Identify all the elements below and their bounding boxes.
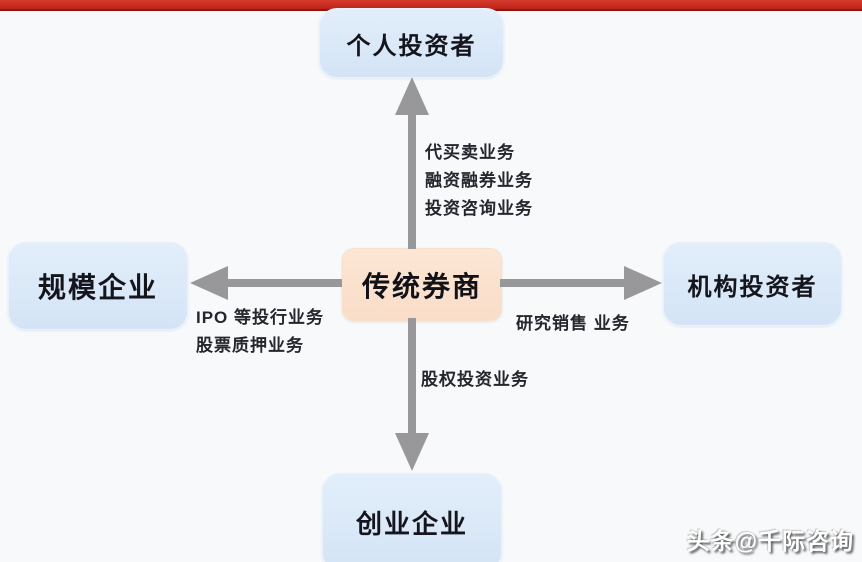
arrow-down-shaft [408,318,416,436]
node-individual-investors-label: 个人投资者 [346,32,477,60]
arrow-left-shaft [226,279,342,287]
node-startup-enterprises-label: 创业企业 [355,508,468,539]
edge-label-top-line-3: 投资咨询业务 [425,199,533,218]
edge-label-top-line-2: 融资融券业务 [425,171,533,190]
arrow-right-head-icon [624,266,662,300]
edge-label-right-line-1: 研究销售 业务 [516,314,630,333]
edge-label-right: 研究销售 业务 [516,310,630,338]
edge-label-bottom: 股权投资业务 [421,366,529,394]
node-institutional-investors-label: 机构投资者 [687,273,818,301]
arrow-up-shaft [408,112,416,249]
edge-label-left-line-1: IPO 等投行业务 [196,308,325,327]
arrow-down-head-icon [395,433,429,471]
node-scale-enterprises-label: 规模企业 [37,272,158,303]
node-startup-enterprises: 创业企业 [322,473,502,562]
edge-label-left-line-2: 股票质押业务 [196,336,304,355]
node-traditional-broker: 传统券商 [342,248,502,321]
arrow-left-head-icon [190,266,228,300]
arrow-right-shaft [500,279,625,287]
edge-label-bottom-line-1: 股权投资业务 [421,370,529,389]
watermark-text: 头条@千际咨询 [686,528,854,554]
arrow-up-head-icon [395,77,429,115]
node-individual-investors: 个人投资者 [319,8,504,78]
edge-label-top-line-1: 代买卖业务 [425,143,515,162]
edge-label-left: IPO 等投行业务 股票质押业务 [196,304,324,360]
node-traditional-broker-label: 传统券商 [361,270,482,302]
node-scale-enterprises: 规模企业 [8,242,188,330]
node-institutional-investors: 机构投资者 [663,242,842,326]
edge-label-top: 代买卖业务 融资融券业务 投资咨询业务 [425,139,533,223]
